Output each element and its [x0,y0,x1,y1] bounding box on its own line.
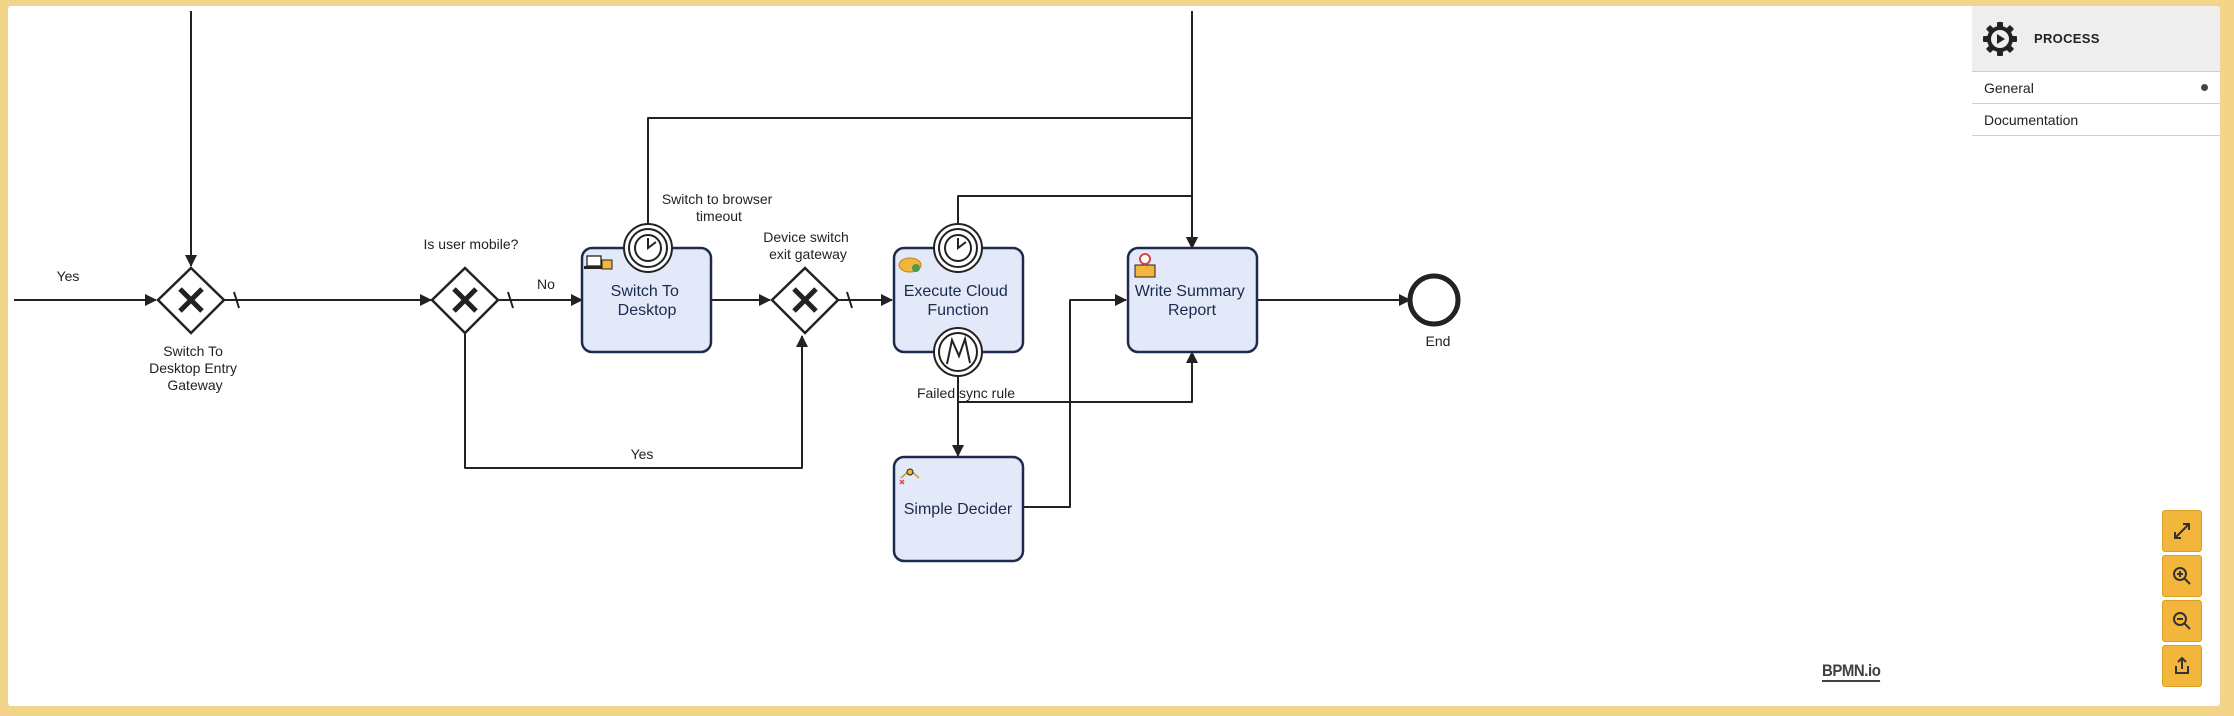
svg-text:Switch To Desktop: Switch To Desktop [611,283,684,319]
cloud-icon [898,257,922,273]
flow-label-no: No [537,276,555,292]
task-label-line: Desktop [618,302,677,319]
switch-to-desktop-task[interactable]: Switch To Desktop [580,246,713,354]
report-icon [1134,253,1156,278]
flow-error-to-summary[interactable] [957,351,1198,403]
default-flow-marker [507,291,514,309]
entry-gateway-label: Switch To Desktop Entry Gateway [149,343,241,393]
zoom-out-icon [2173,612,2191,630]
task-label-line: Write Summary [1135,283,1245,300]
task-label-line: Switch To [611,283,679,300]
write-summary-report-task[interactable]: Write Summary Report [1126,246,1259,354]
fullscreen-button[interactable] [2162,510,2202,552]
entries-indicator [2201,84,2208,91]
process-gear-icon [1983,21,2017,56]
timer-browser-label: Switch to browser timeout [662,191,776,224]
exit-gateway-label: Device switch exit gateway [763,229,852,262]
flow-cloud-timer-to-summary[interactable] [957,195,1198,249]
zoom-in-icon [2173,567,2191,585]
device-switch-exit-gateway[interactable] [770,266,840,335]
bpmn-io-logo[interactable]: BPMN.io [1822,661,1881,682]
execute-cloud-function-task[interactable]: Execute Cloud Function [892,246,1025,354]
exclusive-x-icon [792,287,818,313]
mobile-gateway-label: Is user mobile? [424,236,519,252]
exclusive-x-icon [452,287,478,313]
group-general[interactable]: General [1972,72,2220,104]
end-event[interactable] [1407,273,1461,327]
default-flow-marker [233,291,240,309]
device-icon [584,255,613,270]
flow-yes-to-exit-gateway[interactable] [464,334,808,469]
cloud-function-timer-event[interactable] [933,223,983,273]
simple-decider-task[interactable]: Simple Decider [892,455,1025,563]
exclusive-x-icon [178,287,204,313]
group-label: General [1984,79,2034,96]
end-event-label: End [1426,333,1451,349]
export-button[interactable] [2162,645,2202,687]
task-label: Simple Decider [904,501,1013,518]
zoom-out-button[interactable] [2162,600,2202,642]
clock-icon [944,234,972,262]
panel-header: PROCESS [1972,6,2220,72]
decision-icon [899,468,920,485]
switch-to-desktop-entry-gateway[interactable] [156,266,226,335]
zoom-in-button[interactable] [2162,555,2202,597]
browser-timeout-timer-event[interactable] [623,223,673,273]
task-label-line: Execute Cloud [904,283,1008,300]
svg-text:Write Summary Report: Write Summary Report [1135,283,1249,319]
modeler-frame: Switch To Desktop Execute Cloud Function [8,6,2220,706]
bpmn-canvas[interactable]: Switch To Desktop Execute Cloud Function [8,6,1968,706]
default-flow-marker [846,291,853,309]
svg-text:Execute Cloud Function: Execute Cloud Function [904,283,1013,319]
panel-title: PROCESS [2034,31,2100,46]
flow-label-yes-bottom: Yes [631,446,654,462]
failed-sync-error-event[interactable] [933,327,983,377]
is-user-mobile-gateway[interactable] [430,266,500,335]
task-label-line: Function [927,302,988,319]
error-event-label: Failed sync rule [917,385,1015,401]
error-icon [946,335,971,365]
task-label-line: Report [1168,302,1217,319]
flow-decider-to-summary[interactable] [1023,294,1127,508]
export-icon [2175,656,2189,674]
sequence-flows [14,11,1411,508]
properties-panel: PROCESS General Documentation [1972,6,2220,136]
group-documentation[interactable]: Documentation [1972,104,2220,136]
clock-icon [634,234,662,262]
flow-label-yes: Yes [57,268,80,284]
fullscreen-icon [2174,523,2190,539]
flow-timeout-to-summary[interactable] [647,117,1198,249]
group-label: Documentation [1984,111,2079,128]
